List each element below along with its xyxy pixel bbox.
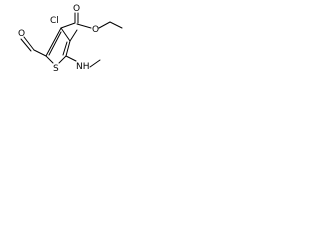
- bond-c4-cl: [69, 29, 78, 42]
- chlorine-label: Cl: [50, 16, 59, 26]
- bond-n-ch3: [89, 59, 101, 68]
- bond-c4-c5: [65, 40, 71, 57]
- structure-diagram: Cl O O S O NH: [0, 0, 128, 85]
- chloro-group: [69, 29, 78, 42]
- carbonyl-oxygen-label: O: [73, 4, 80, 14]
- bond-c2-c3-double: [48, 31, 62, 56]
- ester-group: [60, 12, 123, 29]
- methylamino-group: [65, 55, 101, 68]
- bond-ch2-ch3: [109, 21, 123, 29]
- bond-cho-o: [23, 36, 35, 51]
- bond-c4-c5-double: [62, 41, 68, 56]
- bond-cho-o-double: [20, 38, 32, 52]
- bond-c3-c4: [60, 27, 71, 42]
- bond-carbonyl-oester: [76, 23, 92, 29]
- bond-c5-cho: [33, 49, 47, 57]
- bond-oester-ch2: [98, 21, 111, 29]
- molecule-drawing: Cl O O S O NH: [18, 4, 123, 74]
- formyl-group: [20, 36, 47, 57]
- thiophene-ring: [45, 27, 71, 64]
- sulfur-label: S: [53, 64, 59, 74]
- ester-oxygen-label: O: [92, 25, 99, 35]
- nh-label: NH: [76, 62, 90, 72]
- bond-c5-s: [58, 55, 67, 64]
- bond-c2-c3: [45, 27, 62, 57]
- bond-c2-n: [65, 55, 77, 62]
- aldehyde-oxygen-label: O: [18, 29, 25, 39]
- bond-s-c2: [45, 55, 54, 64]
- bond-c3-carbonyl: [60, 22, 76, 29]
